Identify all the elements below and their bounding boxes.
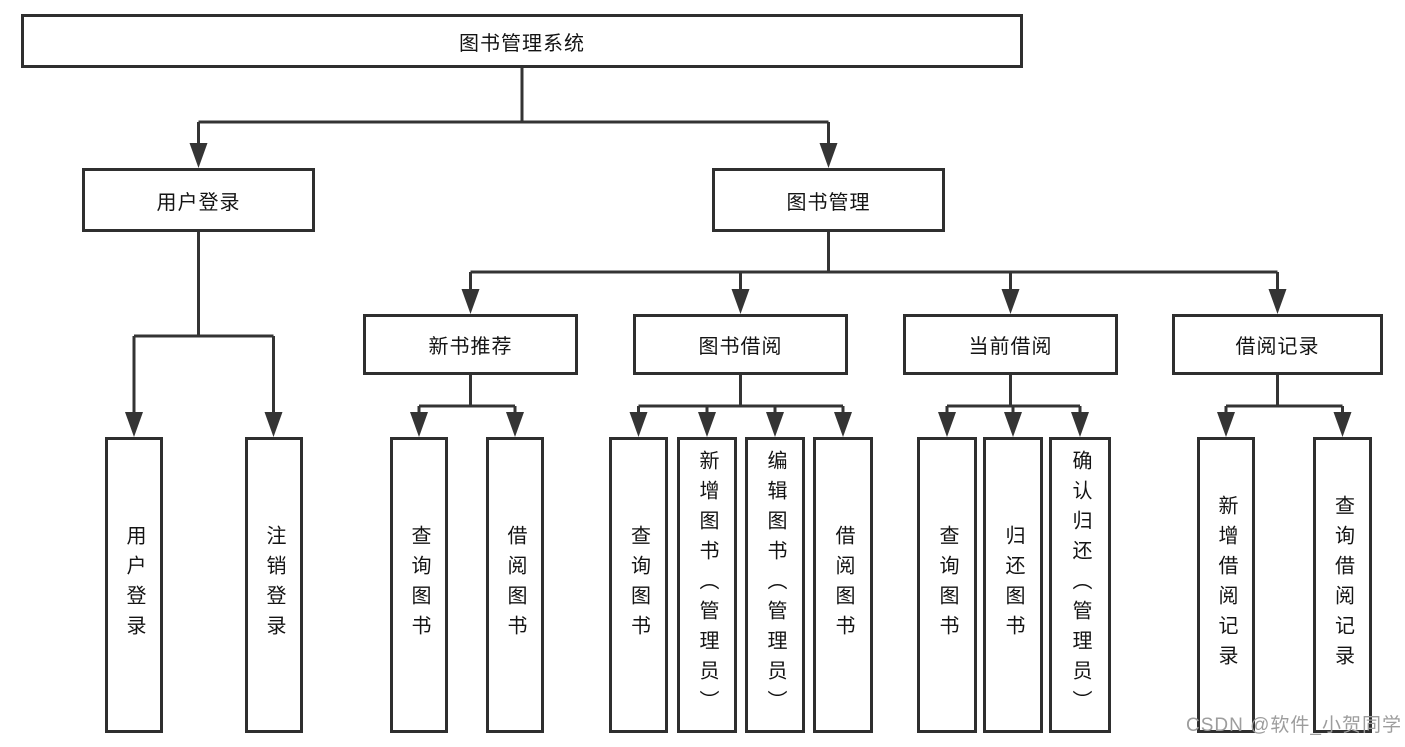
node-current-borrow-label: 当前借阅 <box>968 336 1053 358</box>
leaf-query-book-recommend-label: 查询图书 <box>408 525 430 645</box>
leaf-query-book-current-label: 查询图书 <box>936 525 958 645</box>
leaf-logout-label: 注销登录 <box>263 525 285 645</box>
leaf-user-login: 用户登录 <box>105 437 163 733</box>
leaf-edit-book-admin-label: 编辑图书（管理员） <box>764 450 786 720</box>
node-book-borrow-label: 图书借阅 <box>698 336 783 358</box>
leaf-query-book-borrow-label: 查询图书 <box>627 525 650 645</box>
leaf-query-borrow-record-label: 查询借阅记录 <box>1331 495 1354 675</box>
leaf-query-book-borrow: 查询图书 <box>609 437 668 733</box>
node-user-login-label: 用户登录 <box>156 191 241 214</box>
leaf-query-book-current: 查询图书 <box>917 437 977 733</box>
leaf-borrow-book: 借阅图书 <box>813 437 873 733</box>
node-book-management: 图书管理 <box>712 168 945 232</box>
node-root-system: 图书管理系统 <box>21 14 1023 68</box>
leaf-add-book-admin: 新增图书（管理员） <box>677 437 737 733</box>
leaf-return-book: 归还图书 <box>983 437 1043 733</box>
csdn-watermark: CSDN @软件_小贺同学 <box>1186 715 1402 736</box>
leaf-borrow-book-label: 借阅图书 <box>832 525 854 645</box>
node-new-book-recommend: 新书推荐 <box>363 314 578 375</box>
node-borrow-records: 借阅记录 <box>1172 314 1383 375</box>
leaf-return-book-label: 归还图书 <box>1002 525 1024 645</box>
node-book-borrow: 图书借阅 <box>633 314 848 375</box>
leaf-add-borrow-record-label: 新增借阅记录 <box>1215 495 1237 675</box>
leaf-logout: 注销登录 <box>245 437 303 733</box>
leaf-edit-book-admin: 编辑图书（管理员） <box>745 437 805 733</box>
leaf-borrow-book-recommend-label: 借阅图书 <box>504 525 526 645</box>
leaf-query-borrow-record: 查询借阅记录 <box>1313 437 1372 733</box>
node-current-borrow: 当前借阅 <box>903 314 1118 375</box>
leaf-add-borrow-record: 新增借阅记录 <box>1197 437 1255 733</box>
leaf-borrow-book-recommend: 借阅图书 <box>486 437 544 733</box>
leaf-add-book-admin-label: 新增图书（管理员） <box>696 450 718 720</box>
leaf-query-book-recommend: 查询图书 <box>390 437 448 733</box>
node-root-label: 图书管理系统 <box>459 32 585 55</box>
leaf-confirm-return-admin: 确认归还（管理员） <box>1049 437 1111 733</box>
node-user-login: 用户登录 <box>82 168 315 232</box>
node-book-management-label: 图书管理 <box>786 191 871 214</box>
node-new-book-recommend-label: 新书推荐 <box>428 336 513 358</box>
leaf-confirm-return-admin-label: 确认归还（管理员） <box>1069 450 1091 720</box>
leaf-user-login-label: 用户登录 <box>123 525 145 645</box>
node-borrow-records-label: 借阅记录 <box>1235 336 1320 358</box>
